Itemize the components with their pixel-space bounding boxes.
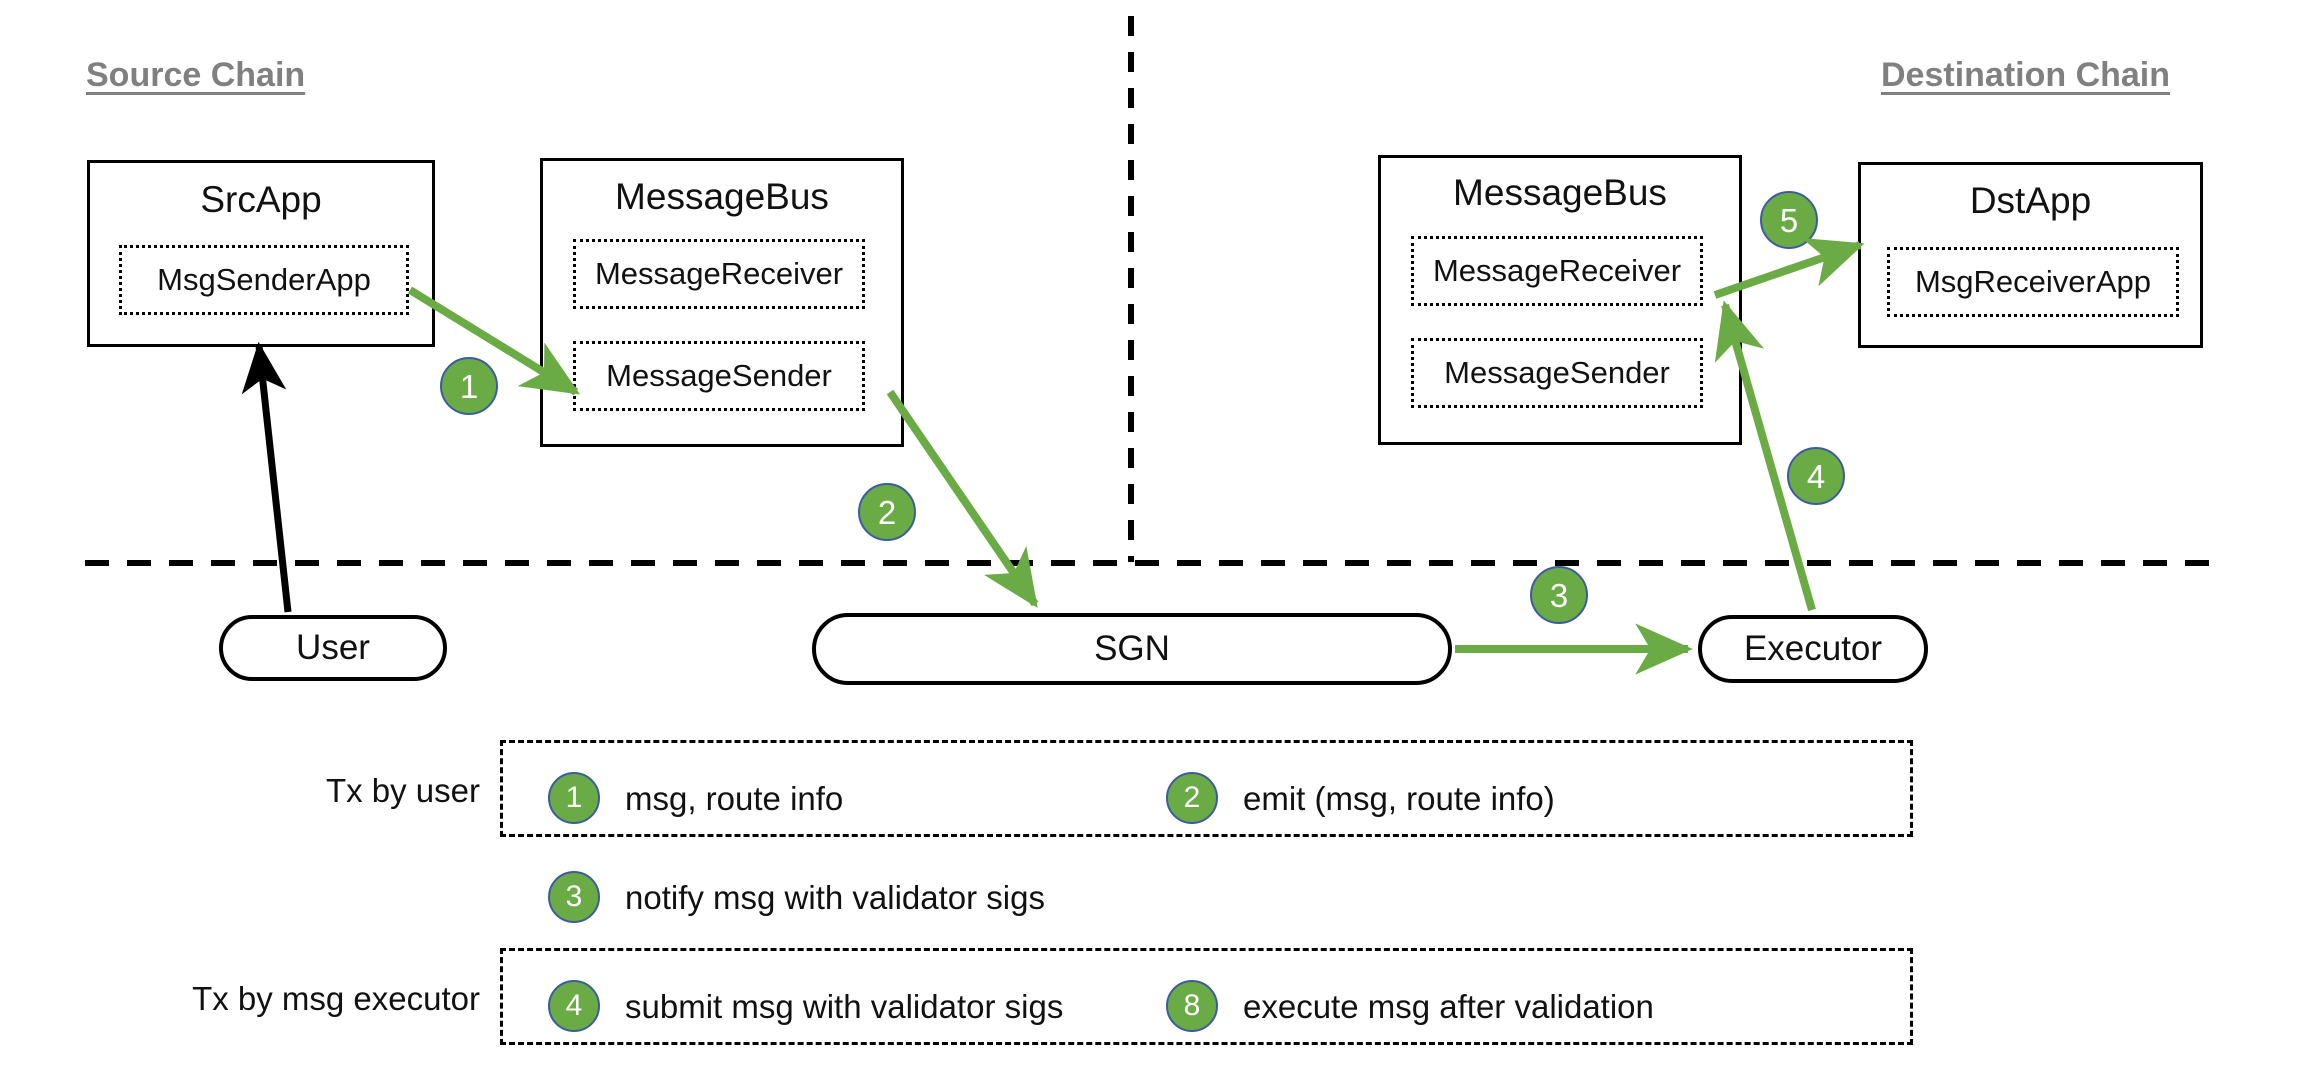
dst-messagebus-box[interactable]: MessageBus MessageReceiver MessageSender (1378, 155, 1742, 445)
legend-label-tx-by-executor: Tx by msg executor (192, 980, 480, 1017)
flow-badge-3: 3 (1530, 566, 1588, 624)
flow-badge-1: 1 (440, 357, 498, 415)
legend-badge-1: 1 (548, 772, 600, 824)
src-messagebus-title: MessageBus (615, 176, 829, 217)
legend-text-3: notify msg with validator sigs (625, 879, 1045, 916)
legend-badge-4: 4 (548, 980, 600, 1032)
dstapp-box[interactable]: DstApp MsgReceiverApp (1858, 162, 2203, 348)
legend-badge-2: 2 (1166, 772, 1218, 824)
legend-box-tx-by-user (500, 740, 1913, 837)
legend-text-8: execute msg after validation (1243, 988, 1654, 1025)
source-chain-label: Source Chain (86, 56, 306, 94)
legend-text-4: submit msg with validator sigs (625, 988, 1064, 1025)
msgsenderapp-box[interactable]: MsgSenderApp (119, 245, 409, 315)
dst-messagesender-box[interactable]: MessageSender (1411, 338, 1703, 408)
legend-text-2: emit (msg, route info) (1243, 780, 1555, 817)
destination-chain-label: Destination Chain (1881, 56, 2171, 94)
legend-badge-8: 8 (1166, 980, 1218, 1032)
legend-text-1: msg, route info (625, 780, 844, 817)
dst-messagereceiver-box[interactable]: MessageReceiver (1411, 236, 1703, 306)
arrow-user-to-srcapp (241, 341, 292, 613)
srcapp-title: SrcApp (200, 179, 322, 220)
flow-badge-4: 4 (1787, 447, 1845, 505)
src-messagesender-box[interactable]: MessageSender (573, 341, 865, 411)
srcapp-box[interactable]: SrcApp MsgSenderApp (87, 160, 435, 347)
flow-badge-5: 5 (1760, 191, 1818, 249)
src-messagebus-box[interactable]: MessageBus MessageReceiver MessageSender (540, 158, 904, 447)
msgreceiverapp-box[interactable]: MsgReceiverApp (1887, 247, 2179, 317)
legend-badge-3: 3 (548, 871, 600, 923)
legend-label-tx-by-user: Tx by user (325, 772, 480, 809)
flow-badge-2: 2 (858, 483, 916, 541)
sgn-pill[interactable]: SGN (812, 613, 1452, 685)
dst-messagebus-title: MessageBus (1453, 172, 1667, 213)
src-messagereceiver-box[interactable]: MessageReceiver (573, 239, 865, 309)
dstapp-title: DstApp (1969, 180, 2092, 221)
executor-pill[interactable]: Executor (1698, 615, 1928, 683)
user-pill[interactable]: User (219, 615, 447, 681)
legend-box-tx-by-executor (500, 948, 1913, 1045)
